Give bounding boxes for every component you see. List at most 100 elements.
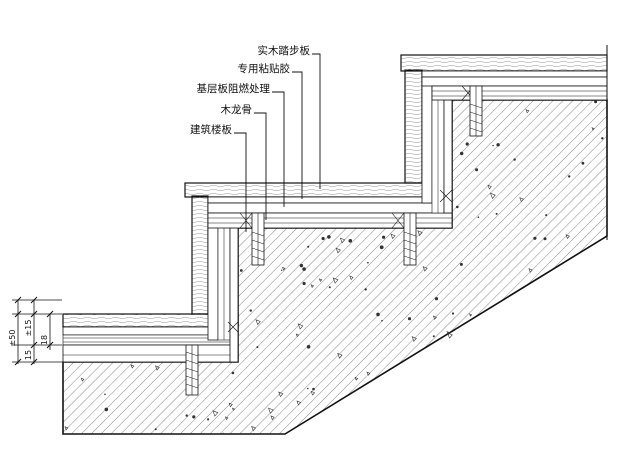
aggregate-mark	[381, 319, 383, 322]
aggregate-mark	[382, 235, 386, 239]
aggregate-mark	[281, 269, 283, 271]
lower-adhesive-layer	[62, 344, 239, 363]
aggregate-mark	[154, 365, 160, 371]
aggregate-mark	[456, 205, 459, 209]
aggregate-mark	[310, 390, 316, 396]
aggregate-mark	[594, 100, 598, 104]
aggregate-mark	[251, 425, 257, 432]
aggregate-mark	[212, 410, 219, 417]
concrete-aggregate	[64, 100, 604, 435]
aggregate-mark	[332, 277, 339, 284]
aggregate-mark	[302, 281, 306, 286]
callout-labels: 实木踏步板 专用粘贴胶 基层板阻燃处理 木龙骨 建筑楼板	[190, 44, 310, 136]
aggregate-mark	[321, 236, 325, 241]
aggregate-mark	[487, 184, 492, 190]
first-riser-board	[191, 195, 209, 315]
first-riser-finish	[191, 195, 239, 363]
aggregate-mark	[312, 387, 315, 391]
aggregate-mark	[185, 414, 188, 417]
aggregate-mark	[417, 230, 423, 237]
aggregate-mark	[465, 142, 469, 146]
aggregate-mark	[422, 266, 428, 272]
aggregate-mark	[543, 237, 547, 241]
aggregate-mark	[348, 239, 353, 243]
aggregate-mark	[192, 415, 196, 419]
aggregate-mark	[495, 212, 498, 215]
second-riser-finish	[404, 69, 453, 214]
callout-wood-keel: 木龙骨	[221, 103, 253, 116]
aggregate-mark	[104, 393, 106, 396]
callout-base-board-fireproof: 基层板阻燃处理	[197, 82, 271, 95]
first-tread-keel	[207, 212, 453, 229]
aggregate-mark	[302, 267, 306, 271]
aggregate-mark	[407, 317, 412, 321]
aggregate-mark	[390, 233, 396, 240]
aggregate-mark	[367, 261, 369, 264]
top-tread-board	[400, 54, 608, 72]
aggregate-mark	[225, 416, 229, 421]
aggregate-mark	[496, 143, 500, 147]
aggregate-mark	[297, 323, 304, 330]
concrete-body	[62, 99, 608, 435]
aggregate-mark	[581, 161, 585, 165]
aggregate-mark	[469, 313, 473, 317]
aggregate-mark	[477, 216, 480, 218]
aggregate-mark	[411, 336, 417, 342]
aggregate-mark	[80, 377, 85, 382]
top-tread-keel	[431, 85, 608, 101]
aggregate-mark	[282, 266, 286, 271]
aggregate-mark	[327, 235, 331, 239]
first-tread-finish	[184, 182, 453, 266]
aggregate-mark	[545, 214, 548, 217]
aggregate-mark	[296, 400, 302, 406]
first-tread-board	[184, 182, 426, 198]
aggregate-mark	[601, 137, 604, 140]
top-tread-adhesive	[421, 70, 608, 78]
dim-lower: 15	[24, 350, 33, 360]
aggregate-mark	[249, 309, 252, 312]
aggregate-mark	[295, 333, 300, 338]
aggregate-mark	[432, 315, 437, 320]
aggregate-mark	[337, 352, 343, 359]
lower-anchor-bolt	[185, 344, 199, 396]
aggregate-mark	[339, 237, 346, 244]
aggregate-mark	[310, 284, 315, 288]
aggregate-mark	[446, 331, 451, 336]
aggregate-mark	[459, 262, 463, 266]
aggregate-mark	[354, 376, 359, 381]
aggregate-mark	[270, 415, 275, 421]
lower-landing-finish	[62, 313, 239, 396]
dimension-labels: ±50 ±15 15 18	[8, 320, 49, 361]
callout-building-floor-slab: 建筑楼板	[190, 123, 232, 136]
aggregate-mark	[222, 432, 224, 435]
dim-total: ±50	[8, 330, 17, 347]
aggregate-mark	[231, 407, 235, 411]
aggregate-mark	[533, 236, 537, 240]
aggregate-mark	[460, 151, 464, 156]
aggregate-mark	[255, 319, 261, 326]
second-riser-board	[404, 69, 423, 184]
first-tread-adhesive	[207, 196, 441, 204]
aggregate-mark	[513, 158, 516, 161]
top-tread-base-board	[421, 76, 608, 87]
top-tread-anchor-bolt	[469, 85, 483, 137]
callout-solid-wood-tread: 实木踏步板	[258, 44, 311, 57]
dimension-annotations	[12, 296, 62, 366]
top-tread-finish	[400, 54, 608, 137]
aggregate-mark	[256, 346, 259, 349]
first-tread-base-board	[207, 202, 453, 214]
aggregate-mark	[447, 332, 453, 339]
aggregate-mark	[306, 345, 311, 349]
aggregate-mark	[318, 278, 323, 282]
callout-special-adhesive: 专用粘贴胶	[238, 62, 291, 75]
aggregate-mark	[568, 175, 571, 178]
aggregate-mark	[307, 245, 310, 248]
aggregate-mark	[376, 312, 380, 317]
dim-middle: 18	[40, 335, 49, 345]
aggregate-mark	[104, 407, 109, 412]
first-tread-anchor-bolt-2	[403, 212, 417, 266]
aggregate-mark	[64, 426, 69, 431]
aggregate-mark	[591, 127, 595, 131]
aggregate-mark	[349, 275, 354, 281]
